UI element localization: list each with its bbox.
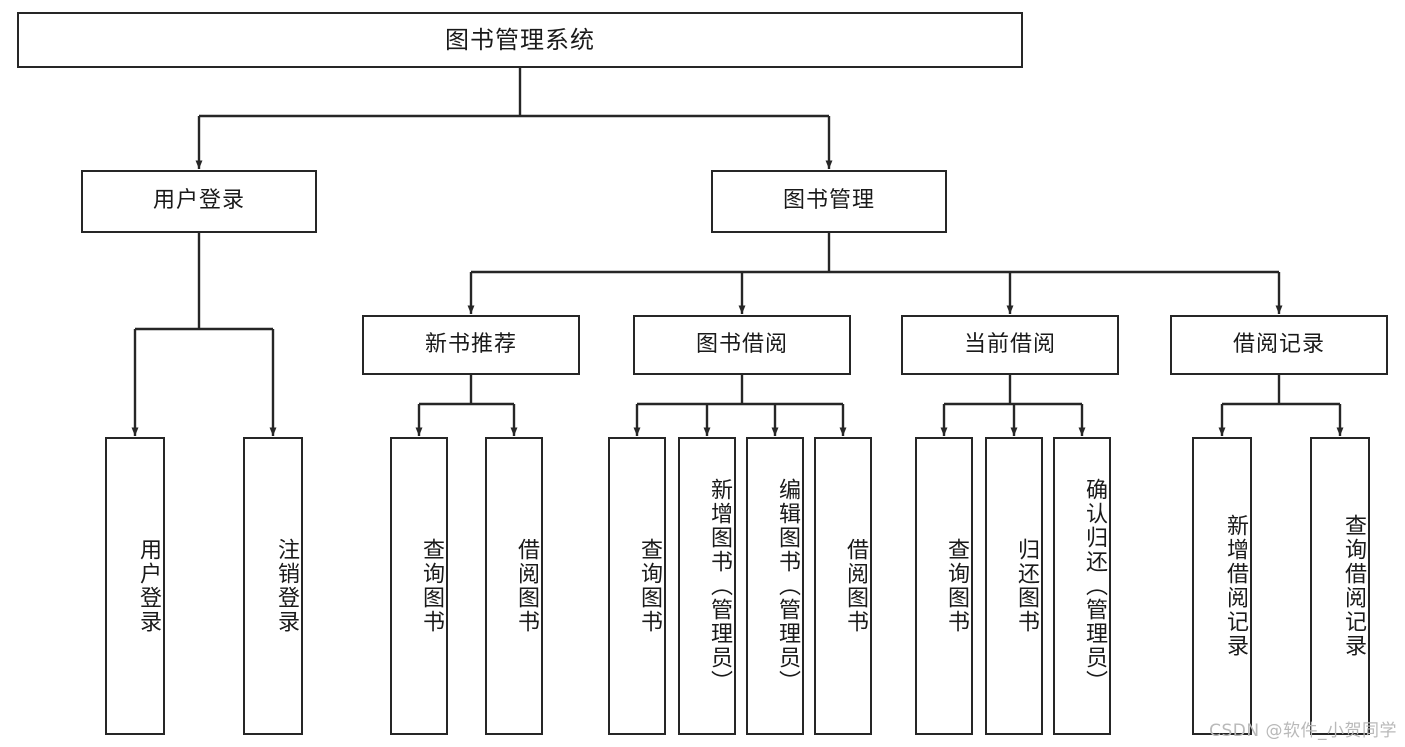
node-label: 借阅图书 — [514, 538, 539, 634]
node-new-book-rec[interactable]: 新书推荐 — [362, 315, 580, 375]
node-label: 查询图书 — [637, 538, 662, 634]
node-leaf-query-record[interactable]: 查询借阅记录 — [1310, 437, 1370, 735]
node-leaf-logout[interactable]: 注销登录 — [243, 437, 303, 735]
node-leaf-query-book-1[interactable]: 查询图书 — [390, 437, 448, 735]
node-label: 图书借阅 — [695, 331, 788, 357]
node-user-login[interactable]: 用户登录 — [81, 170, 317, 233]
node-book-manage[interactable]: 图书管理 — [711, 170, 947, 233]
node-label: 用户登录 — [152, 188, 245, 214]
node-leaf-borrow-book-1[interactable]: 借阅图书 — [485, 437, 543, 735]
node-label: 新增借阅记录 — [1223, 514, 1248, 658]
node-leaf-add-book[interactable]: 新增图书（管理员） — [678, 437, 736, 735]
node-label: 归还图书 — [1014, 538, 1039, 634]
node-root[interactable]: 图书管理系统 — [17, 12, 1023, 68]
node-label: 注销登录 — [274, 538, 299, 634]
node-current-borrow[interactable]: 当前借阅 — [901, 315, 1119, 375]
node-leaf-confirm-return[interactable]: 确认归还（管理员） — [1053, 437, 1111, 735]
node-label: 用户登录 — [136, 538, 161, 634]
node-leaf-user-login[interactable]: 用户登录 — [105, 437, 165, 735]
watermark-label: CSDN @软件_小贺同学 — [1209, 721, 1397, 741]
node-label: 查询借阅记录 — [1341, 514, 1366, 658]
node-label: 借阅图书 — [843, 538, 868, 634]
node-label: 新增图书（管理员） — [707, 478, 732, 694]
node-leaf-query-book-2[interactable]: 查询图书 — [608, 437, 666, 735]
node-leaf-return-book[interactable]: 归还图书 — [985, 437, 1043, 735]
node-leaf-borrow-book-2[interactable]: 借阅图书 — [814, 437, 872, 735]
edge-paths — [131, 68, 1344, 436]
node-label: 当前借阅 — [963, 331, 1056, 357]
node-label: 借阅记录 — [1232, 331, 1325, 357]
node-leaf-add-record[interactable]: 新增借阅记录 — [1192, 437, 1252, 735]
node-book-borrow[interactable]: 图书借阅 — [633, 315, 851, 375]
node-label: 确认归还（管理员） — [1082, 478, 1107, 694]
node-leaf-query-book-3[interactable]: 查询图书 — [915, 437, 973, 735]
node-label: 图书管理系统 — [445, 25, 595, 54]
node-label: 查询图书 — [944, 538, 969, 634]
node-label: 图书管理 — [782, 188, 875, 214]
node-label: 新书推荐 — [424, 331, 517, 357]
node-leaf-edit-book[interactable]: 编辑图书（管理员） — [746, 437, 804, 735]
node-borrow-record[interactable]: 借阅记录 — [1170, 315, 1388, 375]
node-label: 查询图书 — [419, 538, 444, 634]
node-label: 编辑图书（管理员） — [775, 478, 800, 694]
